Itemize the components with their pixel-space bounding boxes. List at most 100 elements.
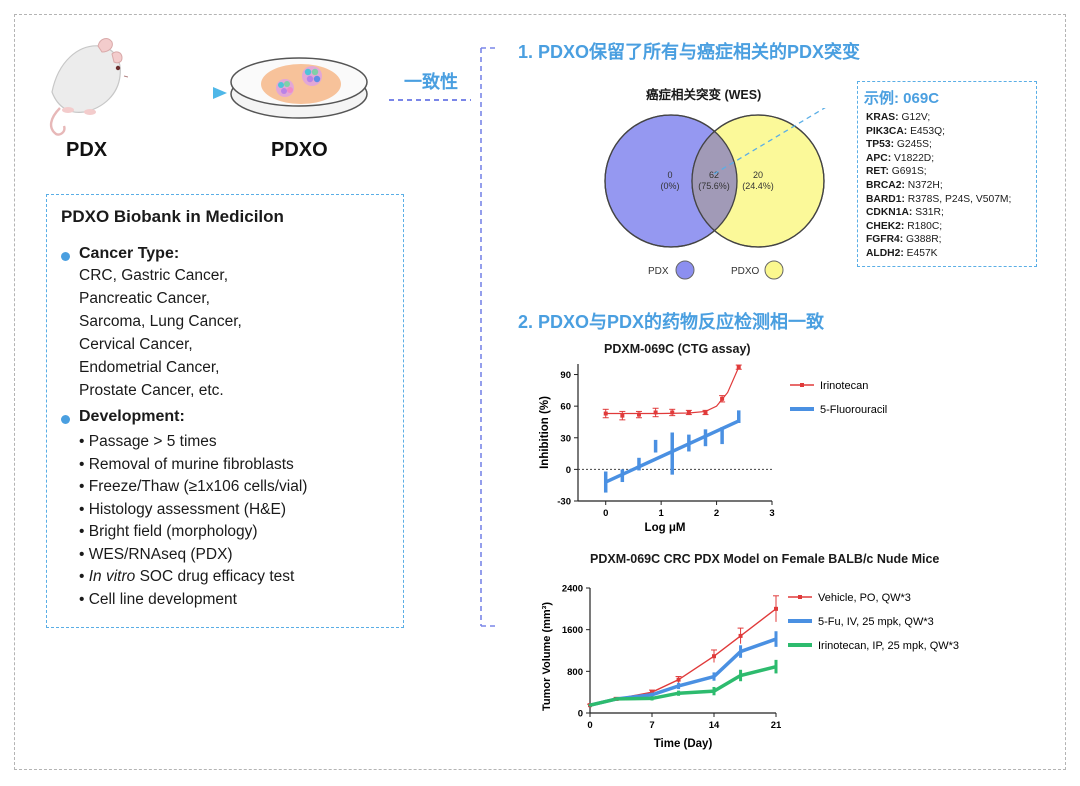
gene-name: CHEK2:: [866, 220, 905, 232]
bullet-icon: [61, 252, 70, 261]
venn-pdx-pct: (0%): [660, 181, 679, 191]
legend-label: 5-Fluorouracil: [820, 404, 887, 416]
cancer-type-heading: Cancer Type:: [79, 245, 180, 262]
venn-pdxo-count: 20: [753, 170, 763, 180]
data-point: [703, 410, 708, 415]
y-tick-label: 0: [578, 709, 583, 720]
gene-name: APC:: [866, 152, 892, 164]
venn-diagram: 0 (0%) 62 (75.6%) 20 (24.4%) PDX PDXO: [604, 108, 826, 280]
development-item-text: Freeze/Thaw (≥1x106 cells/vial): [88, 478, 308, 495]
mutation-value: S31R;: [912, 207, 944, 219]
development-item: • Histology assessment (H&E): [79, 499, 286, 522]
chart1-title: PDXM-069C (CTG assay): [604, 342, 751, 356]
pdxo-label: PDXO: [271, 139, 328, 161]
venn-legend-pdx-swatch: [675, 260, 695, 280]
data-point: [712, 654, 716, 659]
development-heading: Development:: [79, 408, 185, 425]
development-item-text: WES/RNAseq (PDX): [88, 545, 233, 563]
x-tick-label: 0: [587, 720, 592, 731]
y-tick-label: 2400: [562, 584, 583, 595]
mutation-value: N372H;: [904, 180, 943, 191]
series-line: [589, 608, 777, 706]
development-item: • Removal of murine fibroblasts: [79, 454, 294, 477]
venn-shared-pct: (75.6%): [698, 181, 730, 191]
venn-legend-pdxo: PDXO: [731, 266, 760, 277]
legend-label: Vehicle, PO, QW*3: [818, 592, 911, 604]
development-item: • Cell line development: [79, 589, 237, 612]
biobank-title: PDXO Biobank in Medicilon: [61, 207, 284, 226]
fit-curve-irinotecan: [605, 366, 740, 415]
y-tick-label: 30: [560, 433, 571, 444]
pdx-label: PDX: [66, 139, 108, 161]
y-axis-label: Inhibition (%): [539, 396, 551, 469]
x-tick-label: 7: [649, 720, 654, 731]
x-tick-label: 21: [771, 720, 782, 731]
mutation-value: E457K: [903, 248, 938, 259]
development-item-text: SOC drug efficacy test: [139, 568, 295, 585]
legend-label: Irinotecan, IP, 25 mpk, QW*3: [818, 640, 959, 652]
mutation-row: BARD1: R378S, P24S, V507M;: [866, 194, 1011, 205]
development-item: • Passage > 5 times: [79, 431, 217, 454]
mutation-value: G691S;: [888, 166, 927, 178]
mutation-row: APC: V1822D;: [866, 153, 934, 164]
x-tick-label: 2: [714, 508, 719, 519]
chart2-title: PDXM-069C CRC PDX Model on Female BALB/c…: [590, 552, 940, 566]
y-axis-label: Tumor Volume (mm³): [541, 602, 553, 711]
development-item-text: Passage > 5 times: [88, 433, 217, 450]
cancer-type-line: Prostate Cancer, etc.: [79, 382, 224, 399]
data-point: [676, 677, 681, 682]
mutation-value: E453Q;: [907, 125, 945, 137]
gene-name: KRAS:: [866, 112, 899, 123]
legend-marker: [800, 383, 804, 387]
data-point: [686, 410, 691, 415]
gene-name: TP53:: [866, 139, 895, 151]
data-point: [653, 410, 658, 415]
cancer-type-line: Sarcoma, Lung Cancer,: [79, 313, 242, 330]
x-axis-label: Log μM: [645, 522, 686, 534]
gene-name: ALDH2:: [866, 248, 904, 259]
mutation-row: KRAS: G12V;: [866, 112, 930, 123]
mouse-icon: [49, 38, 128, 136]
cancer-type-line: Pancreatic Cancer,: [79, 290, 210, 307]
development-item: • In vitro SOC drug efficacy test: [79, 566, 294, 589]
data-point: [670, 410, 675, 415]
y-tick-label: 1600: [562, 625, 583, 636]
y-tick-label: 800: [567, 667, 583, 678]
gene-name: BRCA2:: [866, 180, 905, 191]
dot-icon: •: [79, 568, 89, 585]
venn-shared-count: 62: [709, 170, 719, 180]
x-tick-label: 14: [709, 720, 720, 731]
x-tick-label: 3: [769, 508, 774, 519]
mutation-row: CHEK2: R180C;: [866, 221, 942, 232]
mutation-value: R378S, P24S, V507M;: [904, 193, 1012, 205]
mutation-row: RET: G691S;: [866, 166, 927, 177]
legend-marker: [798, 595, 802, 599]
example-title: 示例: 069C: [864, 90, 940, 107]
consistency-label: 一致性: [404, 72, 458, 92]
mutation-row: PIK3CA: E453Q;: [866, 126, 945, 137]
data-point: [774, 606, 778, 611]
dot-icon: •: [79, 545, 89, 563]
cancer-type-line: Endometrial Cancer,: [79, 359, 220, 376]
mutation-value: G388R;: [903, 234, 942, 246]
mutation-value: R180C;: [904, 220, 943, 232]
y-tick-label: -30: [557, 497, 571, 508]
dot-icon: •: [79, 433, 89, 450]
x-axis-label: Time (Day): [654, 738, 713, 750]
data-point: [736, 365, 741, 370]
section2-title: 2. PDXO与PDX的药物反应检测相一致: [518, 312, 825, 332]
cancer-type-line: Cervical Cancer,: [79, 336, 193, 353]
dot-icon: •: [79, 500, 89, 518]
venn-title: 癌症相关突变 (WES): [646, 88, 762, 102]
y-tick-label: 90: [560, 370, 571, 381]
data-point: [603, 411, 608, 416]
dot-icon: •: [79, 478, 89, 495]
connector-lines: [389, 47, 497, 627]
legend-label: Irinotecan: [820, 380, 868, 392]
venn-legend-pdx: PDX: [648, 266, 669, 277]
gene-name: RET:: [866, 166, 889, 178]
data-point: [620, 413, 625, 418]
